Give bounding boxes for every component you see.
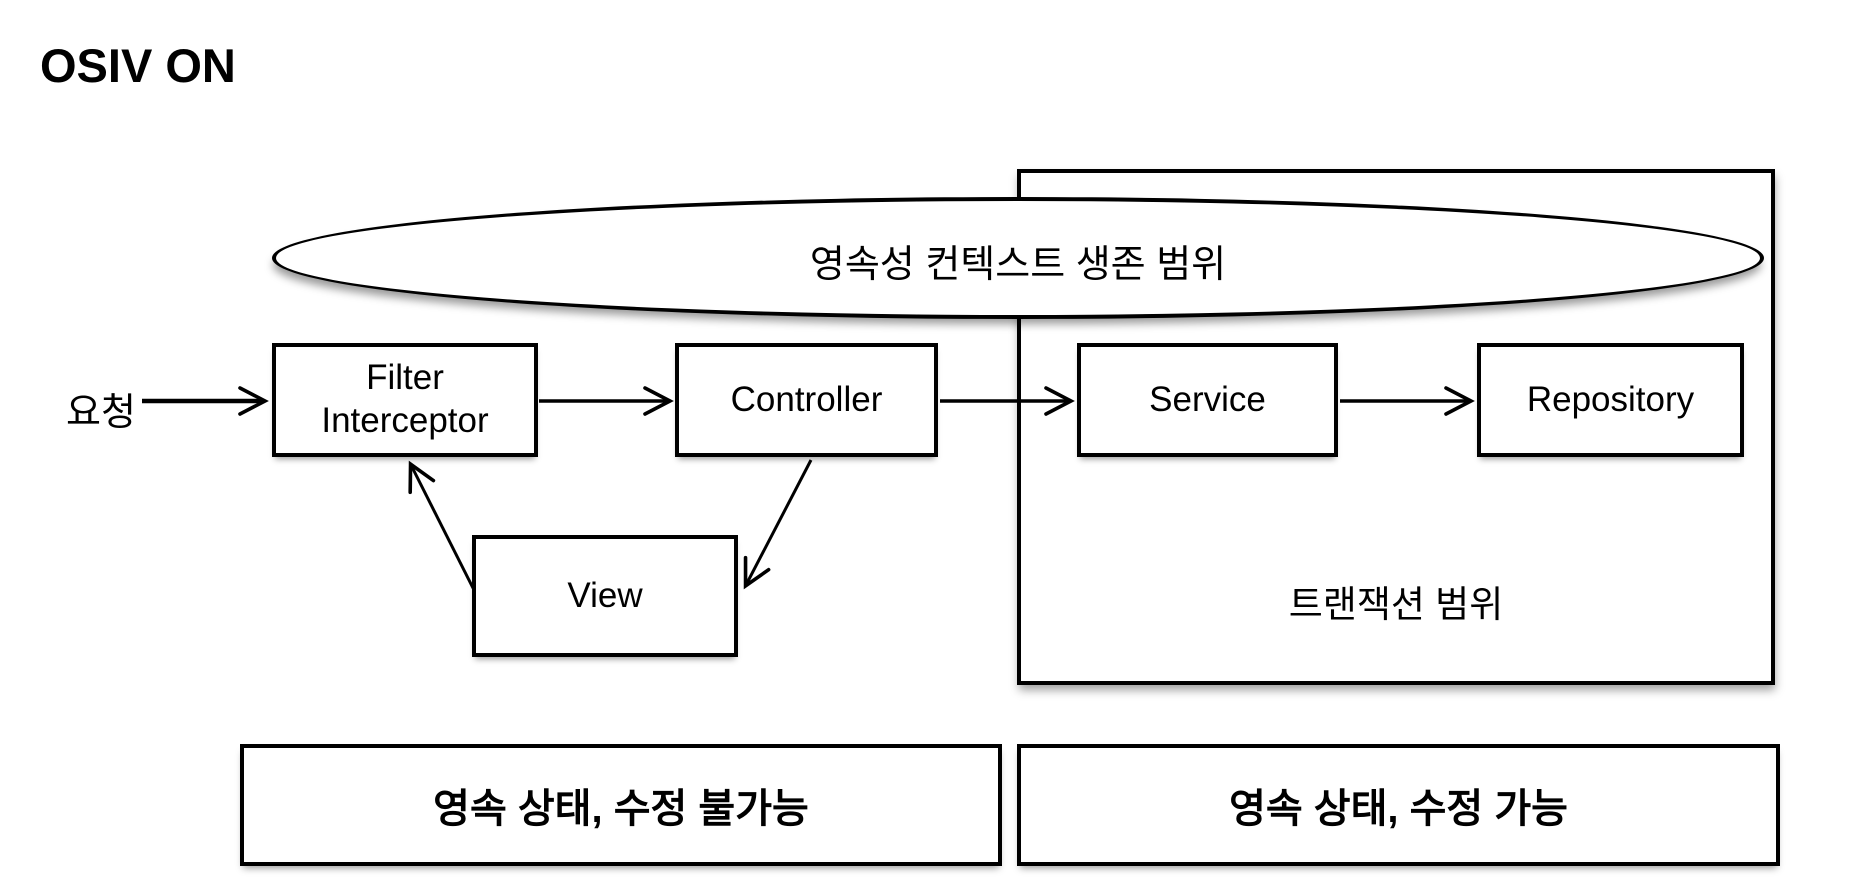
persistence-scope-ellipse: 영속성 컨텍스트 생존 범위 <box>272 197 1764 319</box>
node-view: View <box>472 535 738 657</box>
node-controller: Controller <box>675 343 938 457</box>
node-controller-label: Controller <box>730 379 883 419</box>
legend-right-box: 영속 상태, 수정 가능 <box>1017 744 1780 866</box>
transaction-scope-label: 트랜잭션 범위 <box>1288 584 1504 625</box>
arrow-view-to-filter <box>408 460 476 591</box>
legend-left-box: 영속 상태, 수정 불가능 <box>240 744 1002 866</box>
persistence-scope-label: 영속성 컨텍스트 생존 범위 <box>809 243 1227 286</box>
node-service: Service <box>1077 343 1338 457</box>
legend-right-label: 영속 상태, 수정 가능 <box>1229 787 1568 831</box>
legend-left-label: 영속 상태, 수정 불가능 <box>433 787 809 831</box>
arrow-controller-to-view <box>743 459 813 590</box>
request-label: 요청 <box>66 392 136 434</box>
node-filter-interceptor-label: Filter Interceptor <box>321 358 489 440</box>
node-service-label: Service <box>1149 379 1266 419</box>
node-repository: Repository <box>1477 343 1744 457</box>
node-view-label: View <box>567 575 643 615</box>
page-title: OSIV ON <box>40 39 236 92</box>
node-repository-label: Repository <box>1526 379 1695 419</box>
node-filter-interceptor: Filter Interceptor <box>272 343 538 457</box>
